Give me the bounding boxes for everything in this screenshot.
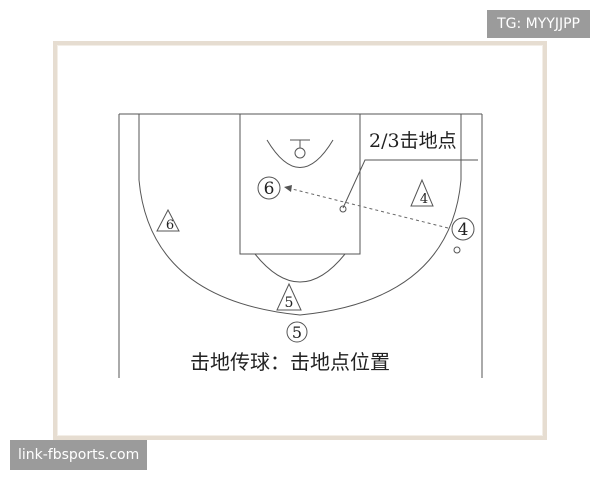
diagram-frame [53, 41, 547, 440]
offense-player-6: 6 [257, 176, 281, 200]
defense-player-5: 5 [276, 282, 302, 311]
player-number: 6 [166, 218, 174, 233]
player-triangle-icon [410, 178, 434, 207]
offense-player-5: 5 [286, 321, 308, 343]
player-triangle-icon [156, 208, 180, 232]
player-circle-icon [451, 217, 475, 241]
bounce-point-marker [339, 205, 347, 213]
player-triangle-icon [276, 282, 302, 311]
callout-leader-line [342, 159, 478, 209]
callout-label: 2/3击地点 [369, 130, 457, 152]
pass-arrowhead [284, 185, 292, 192]
defense-player-6: 6 [156, 208, 180, 233]
diagram-caption: 击地传球：击地点位置 [190, 350, 390, 374]
player-circle-icon [286, 321, 308, 343]
paint-key [239, 113, 361, 255]
player-circle-icon [257, 176, 281, 200]
ball-marker [453, 246, 461, 254]
player-number: 6 [264, 179, 275, 199]
offense-player-4: 4 [451, 217, 475, 241]
defense-player-4: 4 [410, 178, 434, 207]
player-number: 5 [285, 295, 294, 311]
source-tag: link-fbsports.com [10, 440, 148, 470]
restricted-arc [266, 139, 334, 168]
free-throw-circle [254, 253, 346, 283]
rim [294, 147, 306, 159]
watermark-tag: TG: MYYJJPP [487, 10, 590, 38]
player-number: 4 [420, 192, 428, 207]
court-lines [118, 113, 483, 378]
player-number: 4 [458, 220, 469, 240]
three-point-arc [138, 179, 462, 316]
player-number: 5 [292, 323, 302, 342]
